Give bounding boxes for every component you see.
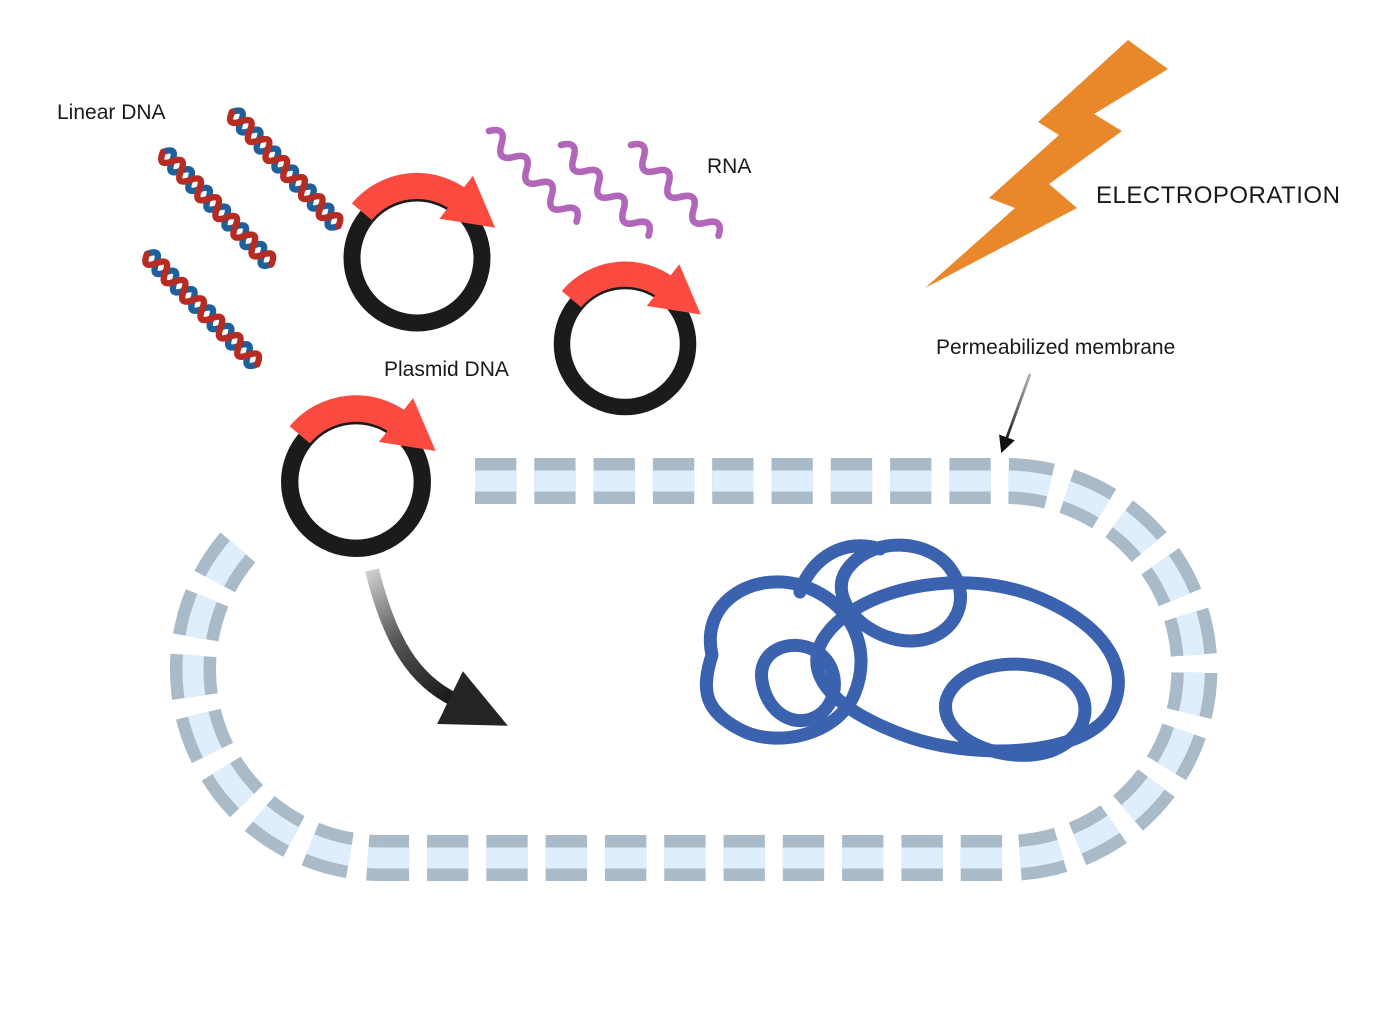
lightning-bolt-icon [925, 40, 1168, 288]
plasmid-icon [562, 274, 688, 407]
plasmid-icon [290, 409, 423, 549]
plasmid-icon [352, 186, 482, 323]
electroporation-label: ELECTROPORATION [1096, 182, 1341, 209]
cell-membrane [169, 458, 1218, 881]
plasmid-dna-label: Plasmid DNA [384, 358, 509, 381]
membrane-pointer-arrow [999, 373, 1032, 454]
linear-dna-icon [142, 107, 344, 370]
entry-arrow [365, 568, 508, 726]
permeabilized-membrane-label: Permeabilized membrane [936, 336, 1176, 359]
genomic-dna-icon [699, 538, 1125, 762]
linear-dna-label: Linear DNA [57, 101, 166, 124]
rna-icon [483, 125, 724, 241]
rna-label: RNA [707, 155, 752, 178]
